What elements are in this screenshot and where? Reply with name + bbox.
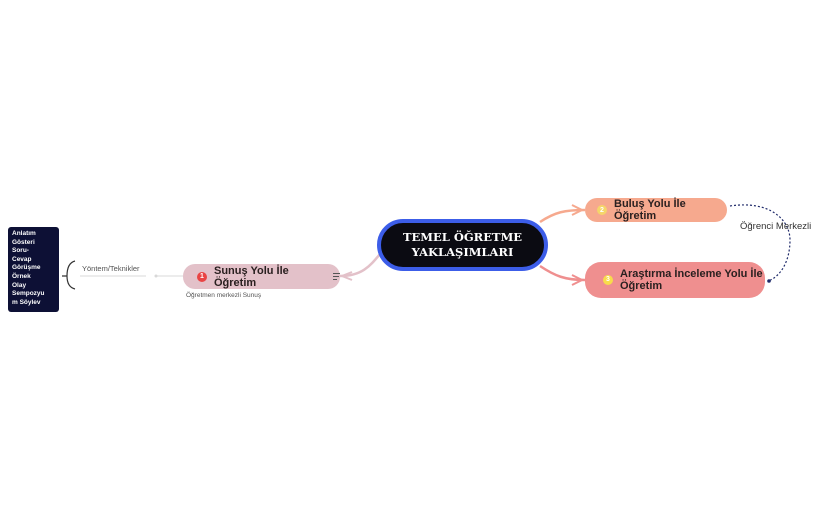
notes-icon[interactable] (332, 271, 340, 282)
topic-sunus-yolu[interactable]: 1 Sunuş Yolu İle Öğretim (183, 264, 340, 289)
method-item: m Söylev (12, 298, 41, 306)
topic-sunus-note: Öğretmen merkezli Sunuş (186, 292, 262, 299)
method-item: Sempozyu (12, 290, 45, 298)
number-badge-1: 1 (197, 271, 207, 282)
method-item: Olay (12, 281, 27, 289)
topic-arastirma-label-line1: Araştırma İnceleme Yolu İle (620, 268, 763, 280)
method-item: Soru- (12, 247, 29, 255)
method-item: Gösteri (12, 238, 35, 246)
central-topic-line2: YAKLAŞIMLARI (411, 245, 514, 259)
topic-bulus-label: Buluş Yolu İle Öğretim (614, 198, 686, 222)
topic-arastirma-label-line2: Öğretim (620, 280, 663, 292)
methods-bracket (62, 260, 76, 290)
number-badge-3: 3 (603, 275, 613, 285)
arrow-bulus (571, 204, 585, 216)
topic-sunus-label: Sunuş Yolu İle Öğretim (214, 264, 289, 289)
method-item: Görüşme (12, 264, 41, 272)
method-item: Anlatım (12, 230, 36, 237)
summary-ogrenci-merkezli[interactable]: Öğrenci Merkezli (740, 221, 812, 232)
arrow-arastirma (571, 274, 585, 286)
link-root-to-sunus (339, 253, 381, 278)
topic-arastirma-inceleme[interactable]: 3 Araştırma İnceleme Yolu İle Öğretim (585, 262, 765, 298)
topic-bulus-yolu[interactable]: 2 Buluş Yolu İle Öğretim (585, 198, 727, 222)
central-topic[interactable]: TEMEL ÖĞRETME YAKLAŞIMLARI (377, 219, 548, 271)
method-item: Örnek (12, 272, 31, 280)
central-topic-line1: TEMEL ÖĞRETME (402, 230, 523, 244)
subtopic-dot (154, 274, 158, 278)
arrow-sunus (339, 271, 353, 281)
method-item: Cevap (12, 255, 32, 263)
summary-end-dot (767, 279, 771, 283)
subtopic-yontem-teknikler[interactable]: Yöntem/Teknikler (82, 264, 140, 273)
methods-list-box[interactable]: Anlatım Gösteri Soru- Cevap Görüşme Örne… (8, 227, 59, 312)
number-badge-2: 2 (597, 205, 607, 215)
